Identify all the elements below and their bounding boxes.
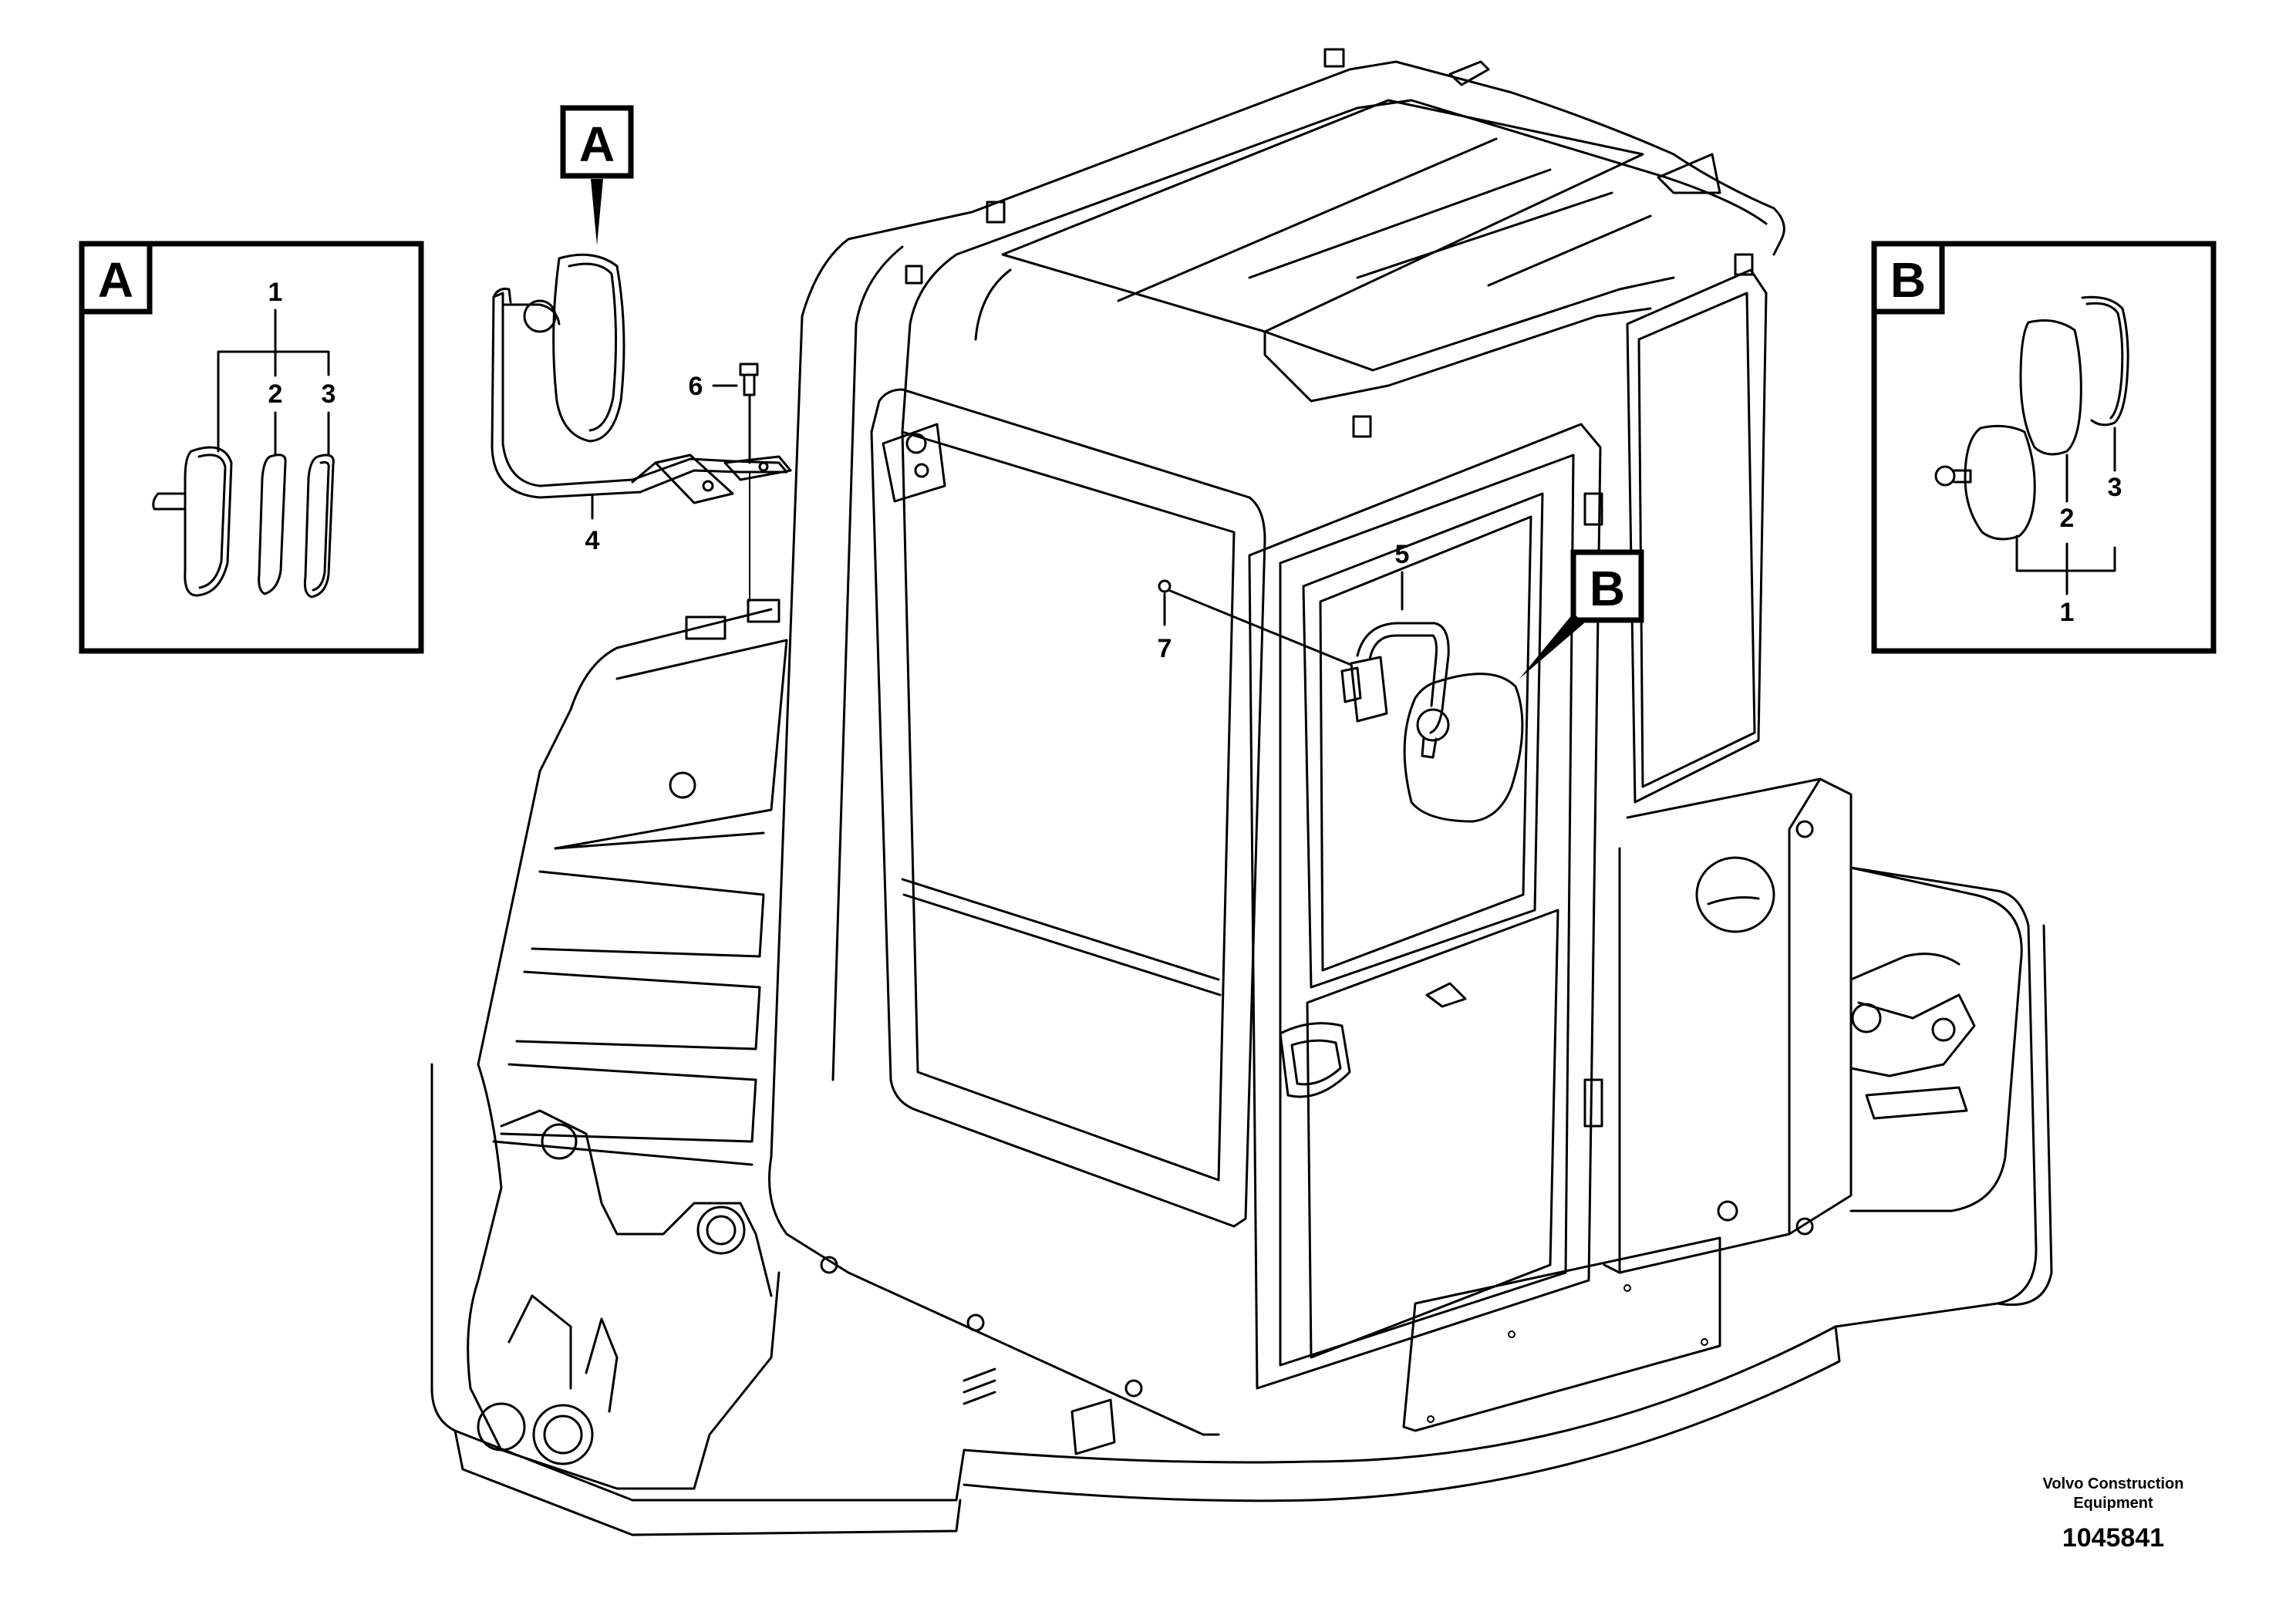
detail-b-mirror-housing [1934, 424, 2036, 541]
callout-7: 7 [1158, 634, 1172, 663]
svg-text:A: A [579, 116, 615, 172]
mirror-arm-assembly: 4 [491, 253, 792, 555]
detail-a-letter: A [98, 252, 133, 308]
detail-a-mirror-glass [258, 454, 287, 595]
detail-b-label-3: 3 [2108, 473, 2122, 502]
view-marker-b: B [1519, 549, 1644, 679]
svg-text:B: B [1590, 561, 1625, 616]
detail-b-mirror-glass [2019, 319, 2082, 456]
document-number: 1045841 [2062, 1523, 2164, 1553]
footer: Volvo Construction Equipment 1045841 [2043, 1475, 2184, 1553]
detail-a-mirror-seal [303, 454, 335, 599]
mirror-bracket-assembly: 5 7 [1158, 540, 1524, 823]
detail-a-label-3: 3 [322, 379, 336, 409]
excavator-cab-illustration [430, 48, 2053, 1536]
detail-b-mirror-seal [2081, 295, 2129, 427]
detail-b-letter: B [1890, 252, 1926, 308]
callout-4: 4 [585, 526, 600, 555]
callout-6: 6 [689, 372, 703, 401]
company-name-line2: Equipment [2073, 1495, 2153, 1512]
callout-5: 5 [1395, 540, 1410, 569]
detail-b-label-2: 2 [2060, 504, 2075, 533]
detail-a-panel: A 1 2 3 [79, 241, 424, 654]
screw: 6 [689, 363, 759, 602]
detail-a-mirror-housing [152, 446, 233, 597]
company-name: Volvo Construction [2043, 1475, 2184, 1492]
detail-a-label-2: 2 [268, 379, 283, 409]
detail-b-panel: B 1 2 3 [1871, 241, 2217, 654]
view-marker-a: A [560, 105, 634, 245]
detail-b-label-1: 1 [2060, 598, 2075, 627]
detail-a-label-1: 1 [268, 278, 283, 307]
